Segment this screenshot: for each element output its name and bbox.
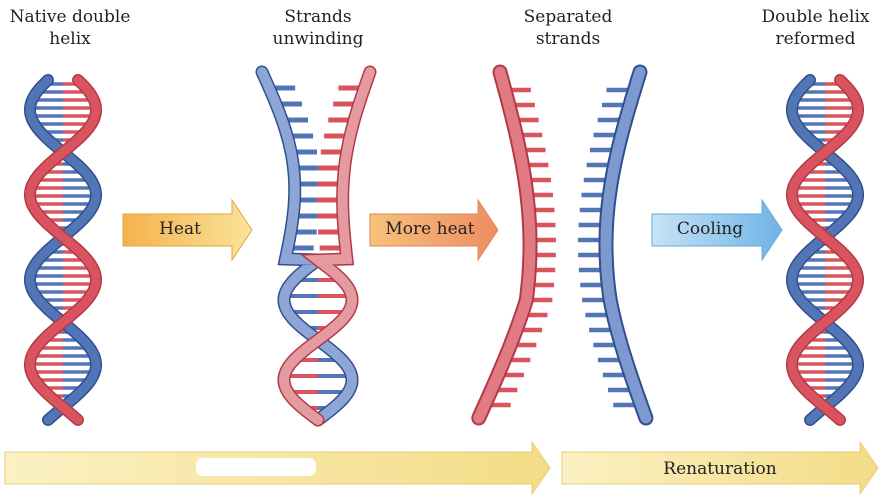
caption-strands-unwinding: Strands unwinding bbox=[272, 7, 364, 49]
label-redaction bbox=[196, 458, 316, 476]
red-strand bbox=[473, 66, 536, 424]
heat-label: Heat bbox=[159, 219, 201, 239]
red-strand bbox=[25, 75, 101, 425]
unwinding-strands bbox=[255, 65, 377, 427]
renaturation-label: Renaturation bbox=[663, 459, 777, 479]
blue-strand bbox=[257, 67, 357, 425]
cooling-label: Cooling bbox=[676, 219, 744, 239]
caption-separated-strands: Separated strands bbox=[523, 7, 613, 49]
red-strand bbox=[279, 67, 375, 425]
caption-native-helix: Native double helix bbox=[9, 7, 131, 49]
more-heat-arrow bbox=[369, 198, 499, 262]
heat-arrow bbox=[122, 198, 253, 262]
blue-strand bbox=[25, 75, 101, 425]
more-heat-label: More heat bbox=[385, 219, 475, 239]
renaturation-band-arrow bbox=[561, 440, 879, 496]
blue-strand bbox=[787, 75, 863, 425]
blue-strand bbox=[600, 66, 652, 424]
red-strand bbox=[787, 75, 863, 425]
separated-strands bbox=[471, 64, 654, 426]
reformed-double-helix bbox=[786, 74, 864, 426]
native-double-helix bbox=[24, 74, 102, 426]
cooling-arrow bbox=[651, 198, 783, 262]
caption-helix-reformed: Double helix reformed bbox=[761, 7, 870, 49]
